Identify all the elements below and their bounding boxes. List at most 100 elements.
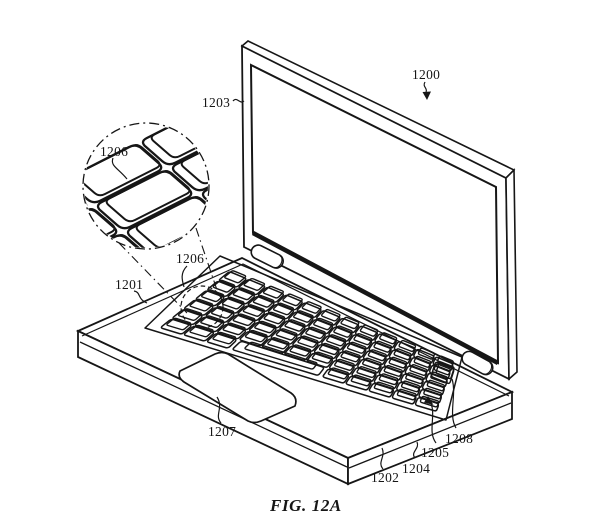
left-hinge-cylinder [250, 244, 284, 269]
right-hinge [461, 350, 494, 376]
base-hinge-shelf-line [81, 263, 510, 397]
keycap-top [378, 373, 399, 386]
base-left-rim-line [79, 341, 348, 468]
keycap-top [409, 364, 428, 376]
keycap-base [414, 397, 440, 412]
ref-label-1207: 1207 [208, 424, 236, 439]
keycap-top [267, 337, 290, 350]
ref-label-1201: 1201 [115, 277, 143, 292]
keycap-top [340, 350, 361, 363]
display-screen-bottom-edge [251, 230, 500, 366]
keycap-top [105, 169, 191, 223]
keycap-top [426, 379, 446, 392]
keycap-top [437, 355, 454, 368]
ref-label-1206-detail: 1206 [100, 144, 128, 159]
leader-1205 [429, 400, 437, 444]
ref-label-1205: 1205 [421, 445, 449, 460]
keycap-top [393, 348, 412, 361]
keycap-top [189, 324, 214, 338]
keycap-top [166, 317, 192, 331]
keycap-base [396, 381, 421, 397]
keycap-top [284, 319, 306, 332]
base-right-rim-line [348, 402, 512, 469]
keycap-base [322, 368, 350, 384]
leader-1208 [451, 378, 457, 429]
keycap-top [263, 311, 286, 325]
keycap-top [244, 329, 268, 343]
keycap-base [408, 357, 432, 372]
keycap-base [306, 352, 334, 368]
keycap-top [340, 316, 360, 330]
left-hinge-cap-line [273, 255, 283, 269]
keycap-top [252, 294, 275, 308]
keycap-top [383, 364, 403, 377]
right-hinge-cap-line [483, 362, 493, 375]
keycap-top [275, 328, 298, 341]
keycap-top [334, 358, 355, 371]
callout-tail-left [118, 242, 188, 314]
keycap-top [200, 315, 224, 329]
keycap-top [388, 356, 408, 369]
leader-1202 [380, 447, 384, 470]
keycap-top [305, 326, 326, 340]
ref-label-1200: 1200 [412, 67, 440, 82]
keycap-top [327, 367, 349, 380]
keyboard-keys [160, 270, 455, 412]
keycap-top [84, 207, 116, 248]
keycap-base [328, 360, 355, 376]
keycap-top [189, 298, 214, 312]
keycap-base [421, 380, 445, 396]
ref-label-1208: 1208 [445, 431, 473, 446]
keycap-top [430, 371, 449, 384]
keycap-top [212, 331, 237, 345]
callout-tail-right [195, 227, 220, 297]
keycap-top [242, 304, 265, 317]
keyboard-area [144, 255, 463, 421]
keycap-top [244, 341, 318, 370]
keycap-top [222, 322, 246, 336]
keycap-base [404, 365, 428, 381]
keycap-base [351, 367, 377, 383]
leader-1200 [423, 81, 428, 93]
leader-lines [111, 81, 457, 470]
keycap-base [232, 340, 325, 376]
keycap-top [254, 320, 277, 334]
right-hinge-cylinder [461, 350, 494, 376]
keycap-base [368, 382, 395, 398]
keycap-base [201, 158, 208, 218]
keycap-base [413, 348, 435, 364]
keycap-top [293, 310, 314, 323]
keycap-top [435, 361, 455, 380]
keycap-top [379, 332, 398, 345]
keycap-top [180, 131, 208, 185]
leader-1206-detail [111, 157, 128, 180]
keycap-base [430, 361, 455, 385]
keycap-top [367, 349, 387, 362]
left-hinge [250, 244, 284, 269]
keycap-top [243, 277, 266, 291]
keyboard-well-outline [144, 255, 463, 421]
keycap-top [433, 363, 451, 376]
keycap-top [423, 387, 443, 400]
reference-numerals: 1200 1203 1206 1206 1201 1207 1202 1204 … [100, 67, 473, 485]
leader-1201 [133, 290, 148, 304]
figure-caption: FIG. 12A [269, 496, 342, 515]
keycap-base [348, 334, 373, 350]
keycap-top [212, 279, 236, 293]
keycap-top [400, 380, 421, 393]
keycap-top [359, 324, 379, 337]
keycap-top [282, 293, 303, 307]
keycap-top [313, 317, 334, 331]
keycap-top [333, 325, 353, 338]
keycap-top [289, 344, 312, 357]
keycap-top [362, 357, 382, 370]
keycap-base [354, 325, 379, 341]
keycap-top [272, 302, 295, 316]
keycap-top [84, 143, 161, 197]
keycap-top [301, 301, 322, 314]
trackpad [178, 351, 297, 424]
keycap-top [177, 308, 203, 321]
keycap-top [311, 351, 334, 364]
ref-label-1203: 1203 [202, 95, 230, 110]
